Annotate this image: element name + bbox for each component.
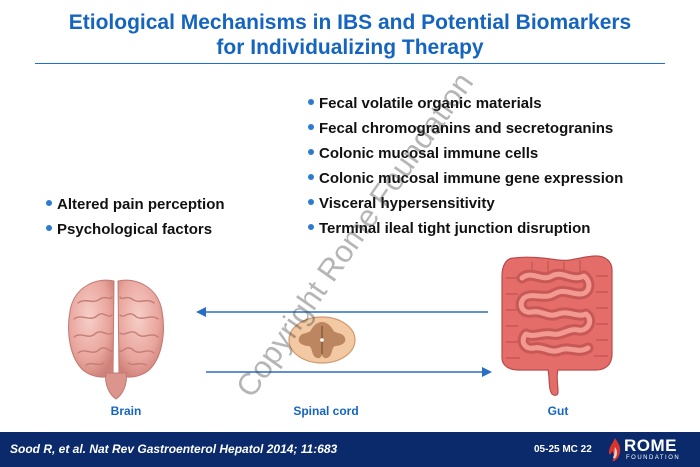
brain-to-gut-arrow <box>206 367 492 377</box>
intestine-icon <box>501 255 613 396</box>
list-item-text: Visceral hypersensitivity <box>319 195 495 212</box>
bullet-icon <box>308 99 314 106</box>
list-item-text: Fecal volatile organic materials <box>319 95 542 112</box>
bullet-icon <box>46 225 52 232</box>
bullet-icon <box>308 124 314 131</box>
bullet-icon <box>308 174 314 181</box>
brain-caption: Brain <box>110 404 142 418</box>
list-item-text: Colonic mucosal immune cells <box>319 145 539 162</box>
citation-text: Sood R, et al. Nat Rev Gastroenterol Hep… <box>10 442 338 456</box>
bullet-icon <box>308 199 314 206</box>
gut-caption: Gut <box>547 404 569 418</box>
logo-name: ROME <box>624 436 677 455</box>
brain-icon <box>68 279 164 400</box>
list-item: Colonic mucosal immune gene expression <box>308 166 623 191</box>
list-item: Altered pain perception <box>46 192 225 217</box>
brain-mechanism-list: Altered pain perception Psychological fa… <box>46 192 225 242</box>
list-item-text: Terminal ileal tight junction disruption <box>319 220 591 237</box>
rome-foundation-logo: ROME FOUNDATION <box>606 435 696 465</box>
gut-mechanism-list: Fecal volatile organic materials Fecal c… <box>308 91 623 241</box>
footer-bar: Sood R, et al. Nat Rev Gastroenterol Hep… <box>0 432 700 467</box>
list-item: Psychological factors <box>46 217 225 242</box>
title-divider <box>35 63 665 64</box>
title-line-1: Etiological Mechanisms in IBS and Potent… <box>68 11 632 34</box>
logo-subtitle: FOUNDATION <box>626 455 681 461</box>
bullet-icon <box>308 149 314 156</box>
title-line-2: for Individualizing Therapy <box>216 36 484 59</box>
spinal-cord-caption: Spinal cord <box>293 404 359 418</box>
bullet-icon <box>308 224 314 231</box>
list-item-text: Fecal chromogranins and secretogranins <box>319 120 614 137</box>
list-item-text: Altered pain perception <box>57 196 225 213</box>
spinal-cord-icon <box>288 316 356 364</box>
flame-icon <box>609 438 621 462</box>
list-item-text: Psychological factors <box>57 221 213 238</box>
bullet-icon <box>46 200 52 207</box>
list-item: Terminal ileal tight junction disruption <box>308 216 623 241</box>
slide-title: Etiological Mechanisms in IBS and Potent… <box>0 10 700 60</box>
list-item: Colonic mucosal immune cells <box>308 141 623 166</box>
list-item-text: Colonic mucosal immune gene expression <box>319 170 624 187</box>
gut-to-brain-arrow <box>196 307 488 317</box>
list-item: Fecal volatile organic materials <box>308 91 623 116</box>
slide-code: 05-25 MC 22 <box>534 444 592 455</box>
list-item: Visceral hypersensitivity <box>308 191 623 216</box>
list-item: Fecal chromogranins and secretogranins <box>308 116 623 141</box>
